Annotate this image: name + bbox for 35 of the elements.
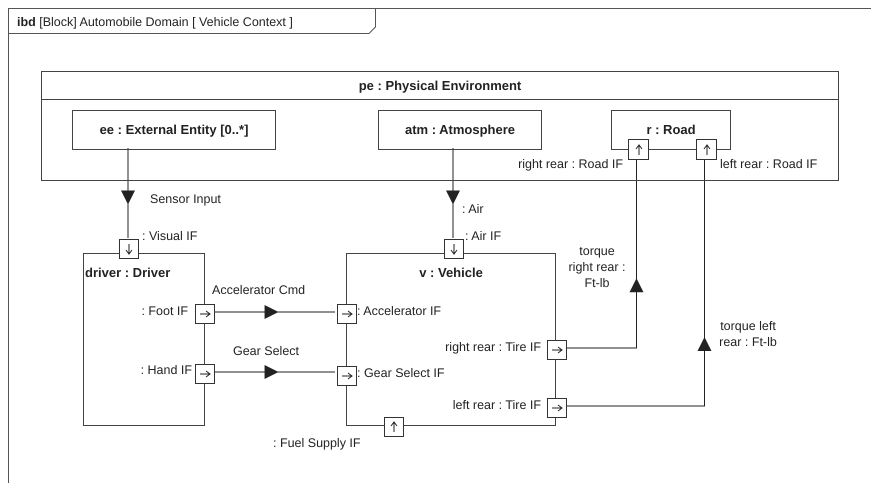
port-box xyxy=(547,340,567,360)
port-label: right rear : Road IF xyxy=(518,157,623,172)
edge-label: Sensor Input xyxy=(150,191,221,207)
part-title: driver : Driver xyxy=(85,264,170,282)
port-box xyxy=(628,139,649,160)
item-flow-connector xyxy=(121,148,135,238)
port-label: : Accelerator IF xyxy=(357,304,442,319)
port-label: : Foot IF xyxy=(141,304,188,319)
part-title: v : Vehicle xyxy=(419,264,483,282)
port-label: right rear : Tire IF xyxy=(445,340,541,355)
port-label: : Visual IF xyxy=(142,229,198,244)
part-box xyxy=(378,110,542,150)
port-label: : Gear Select IF xyxy=(357,366,445,381)
part-title: r : Road xyxy=(646,121,696,139)
port-box xyxy=(384,417,404,437)
part-title: ee : External Entity [0..*] xyxy=(100,121,248,139)
port-box xyxy=(195,364,215,384)
port-label: left rear : Road IF xyxy=(720,157,818,172)
part-box xyxy=(72,110,276,150)
port-label: left rear : Tire IF xyxy=(452,398,541,413)
part-title: atm : Atmosphere xyxy=(404,121,516,139)
port-label: : Fuel Supply IF xyxy=(273,436,361,451)
port-box xyxy=(547,398,567,418)
port-label: : Hand IF xyxy=(140,363,192,378)
port-box xyxy=(444,239,464,259)
port-box xyxy=(337,304,357,324)
port-box xyxy=(195,304,215,324)
port-box xyxy=(119,239,139,259)
item-flow-connector xyxy=(446,148,460,238)
block-box xyxy=(41,71,839,181)
block-title: pe : Physical Environment xyxy=(358,76,522,95)
port-box xyxy=(696,139,717,160)
port-box xyxy=(337,366,357,386)
frame-title: ibd [Block] Automobile Domain [ Vehicle Context ] xyxy=(17,14,293,31)
port-label: : Air IF xyxy=(465,229,502,244)
